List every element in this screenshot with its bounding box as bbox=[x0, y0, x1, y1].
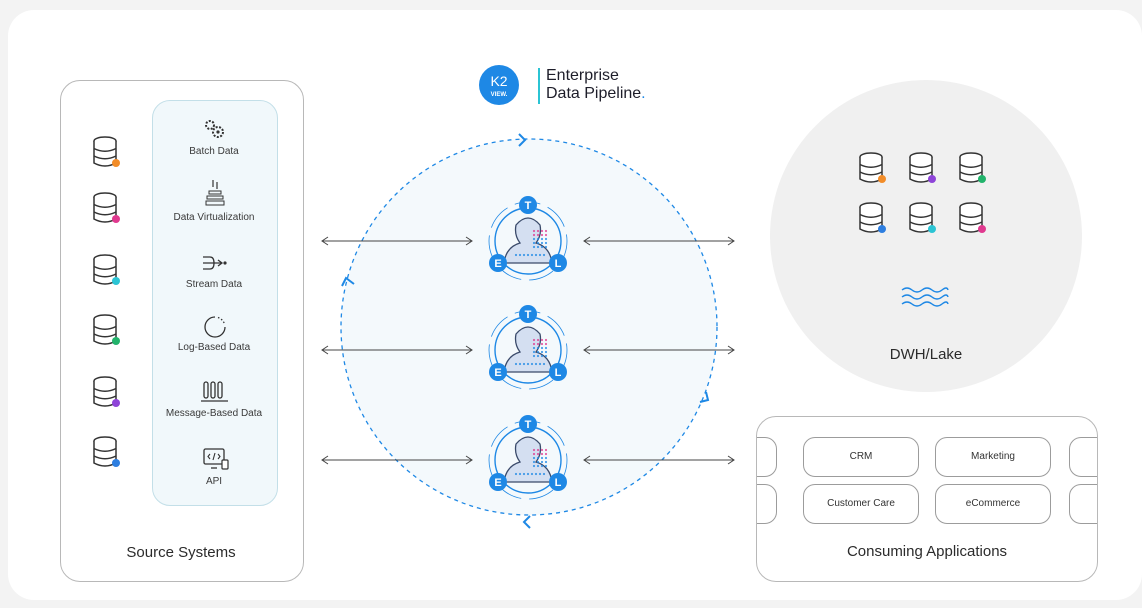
logo-badge-bottom: VIEW. bbox=[491, 92, 508, 98]
source-database-icon bbox=[93, 136, 120, 167]
bidirectional-flow-arrow bbox=[583, 345, 735, 355]
source-database-icon bbox=[93, 192, 120, 223]
consuming-applications-box: CRM Marketing Customer Care eCommerce Co… bbox=[756, 416, 1098, 582]
logo-line2: Data Pipeline bbox=[546, 85, 642, 102]
etl-stage-l-label: L bbox=[555, 477, 562, 489]
ingest-label-message: Message-Based Data bbox=[165, 408, 263, 419]
dwh-database-icon bbox=[959, 152, 986, 183]
app-pill-marketing: Marketing bbox=[935, 437, 1051, 477]
cycle-arrow-bottom bbox=[522, 515, 531, 529]
logo-line2-dot: . bbox=[641, 85, 646, 102]
logo-line1: Enterprise bbox=[546, 67, 619, 84]
dwh-database-icon bbox=[859, 152, 886, 183]
etl-stage-e-label: E bbox=[494, 477, 501, 489]
ingest-label-virtualization: Data Virtualization bbox=[173, 212, 255, 223]
logo-badge-top: K2 bbox=[490, 73, 507, 89]
gears-icon bbox=[205, 120, 224, 138]
k2view-logo: K2 VIEW. bbox=[479, 65, 519, 105]
etl-stage-e-label: E bbox=[494, 258, 501, 270]
cycle-arrow-left bbox=[341, 276, 355, 287]
app-pill-partial-left bbox=[757, 437, 777, 477]
dwh-database-icon bbox=[909, 202, 936, 233]
etl-unit: T E L bbox=[488, 415, 568, 500]
dwh-lake-title: DWH/Lake bbox=[889, 346, 963, 363]
source-database-icon bbox=[93, 314, 120, 345]
cycle-arrow-top bbox=[518, 133, 527, 147]
etl-stage-l-label: L bbox=[555, 367, 562, 379]
etl-unit: T E L bbox=[488, 196, 568, 281]
etl-stage-l-label: L bbox=[555, 258, 562, 270]
message-columns-icon bbox=[201, 381, 228, 402]
stack-icon bbox=[205, 180, 225, 206]
etl-stage-t-label: T bbox=[525, 200, 532, 212]
source-database-icon bbox=[93, 376, 120, 407]
consuming-applications-title: Consuming Applications bbox=[846, 543, 1008, 560]
dwh-database-icon bbox=[859, 202, 886, 233]
water-waves-icon bbox=[901, 287, 949, 307]
app-pill-partial-right bbox=[1069, 484, 1097, 524]
ingest-label-api: API bbox=[205, 476, 223, 487]
cycle-arrow-right bbox=[699, 391, 710, 403]
etl-stage-t-label: T bbox=[525, 419, 532, 431]
source-database-icon bbox=[93, 436, 120, 467]
dwh-database-icon bbox=[909, 152, 936, 183]
source-systems-title: Source Systems bbox=[126, 544, 236, 561]
dwh-database-icon bbox=[959, 202, 986, 233]
bidirectional-flow-arrow bbox=[321, 345, 473, 355]
bidirectional-flow-arrow bbox=[583, 236, 735, 246]
bidirectional-flow-arrow bbox=[321, 236, 473, 246]
bidirectional-flow-arrow bbox=[321, 455, 473, 465]
code-monitor-icon bbox=[203, 448, 229, 470]
ingest-label-batch: Batch Data bbox=[189, 146, 239, 157]
log-circle-icon bbox=[204, 316, 226, 338]
etl-unit: T E L bbox=[488, 305, 568, 390]
app-pill-partial-left bbox=[757, 484, 777, 524]
logo-divider bbox=[538, 68, 540, 104]
ingest-label-log: Log-Based Data bbox=[177, 342, 251, 353]
app-pill-ecommerce: eCommerce bbox=[935, 484, 1051, 524]
logo-text: Enterprise Data Pipeline. bbox=[546, 67, 646, 103]
app-pill-partial-right bbox=[1069, 437, 1097, 477]
etl-stage-t-label: T bbox=[525, 309, 532, 321]
dwh-lake-circle bbox=[770, 80, 1082, 392]
stream-icon bbox=[203, 256, 227, 270]
bidirectional-flow-arrow bbox=[583, 455, 735, 465]
pipeline-diagram: T E L T E L T E L bbox=[321, 133, 735, 529]
source-database-icon bbox=[93, 254, 120, 285]
app-pill-customer-care: Customer Care bbox=[803, 484, 919, 524]
ingest-label-stream: Stream Data bbox=[185, 279, 243, 290]
ingestion-types-panel bbox=[152, 100, 278, 506]
app-pill-crm: CRM bbox=[803, 437, 919, 477]
etl-stage-e-label: E bbox=[494, 367, 501, 379]
